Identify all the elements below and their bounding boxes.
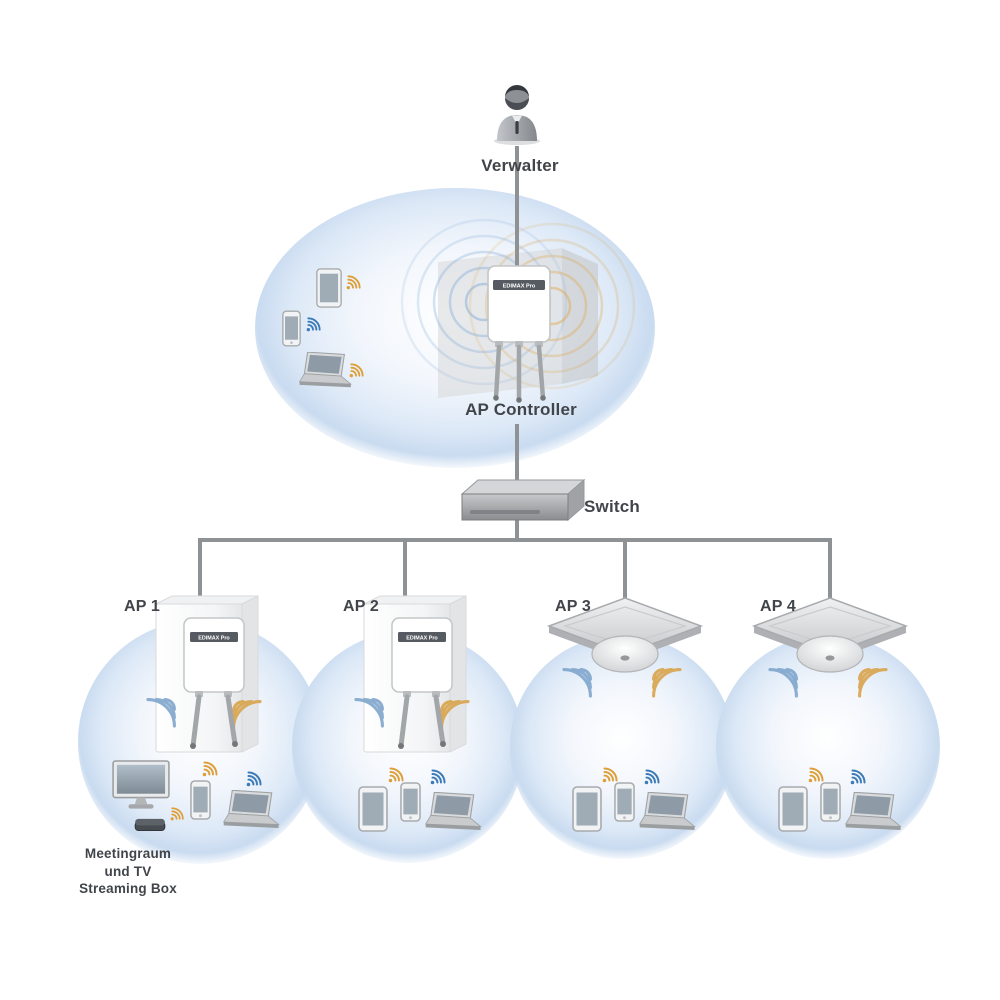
smartphone-icon	[282, 310, 301, 347]
tablet-icon	[316, 268, 342, 308]
ap-controller-device: EDIMAX Pro	[487, 265, 551, 403]
smartphone-icon	[820, 782, 841, 822]
smartphone-icon	[400, 782, 421, 822]
ap3-label: AP 3	[554, 598, 592, 615]
edimax-logo-text: EDIMAX Pro	[503, 284, 536, 290]
controller-antenna-left	[493, 344, 502, 401]
ap1-label: AP 1	[123, 598, 161, 615]
ap2-label: AP 2	[342, 598, 380, 615]
tablet-icon	[778, 786, 808, 832]
smartphone-icon	[190, 780, 211, 820]
topology-links	[198, 146, 832, 602]
tablet-icon	[358, 786, 388, 832]
ap2-wall-access-point	[356, 596, 468, 752]
ap4-label: AP 4	[759, 598, 797, 615]
smartphone-icon	[614, 782, 635, 822]
admin-label: Verwalter	[481, 156, 559, 175]
controller-antenna-right	[536, 344, 546, 401]
edimax-logo-band	[493, 280, 545, 290]
admin-user-icon	[494, 85, 540, 145]
streaming-box-icon	[134, 818, 166, 831]
controller-label: AP Controller	[465, 400, 577, 419]
switch-label: Switch	[584, 497, 640, 516]
tablet-icon	[572, 786, 602, 832]
switch-device	[460, 478, 586, 522]
ap1-wall-access-point	[148, 596, 260, 752]
meeting-room-label: Meetingraum und TV Streaming Box	[79, 846, 177, 897]
